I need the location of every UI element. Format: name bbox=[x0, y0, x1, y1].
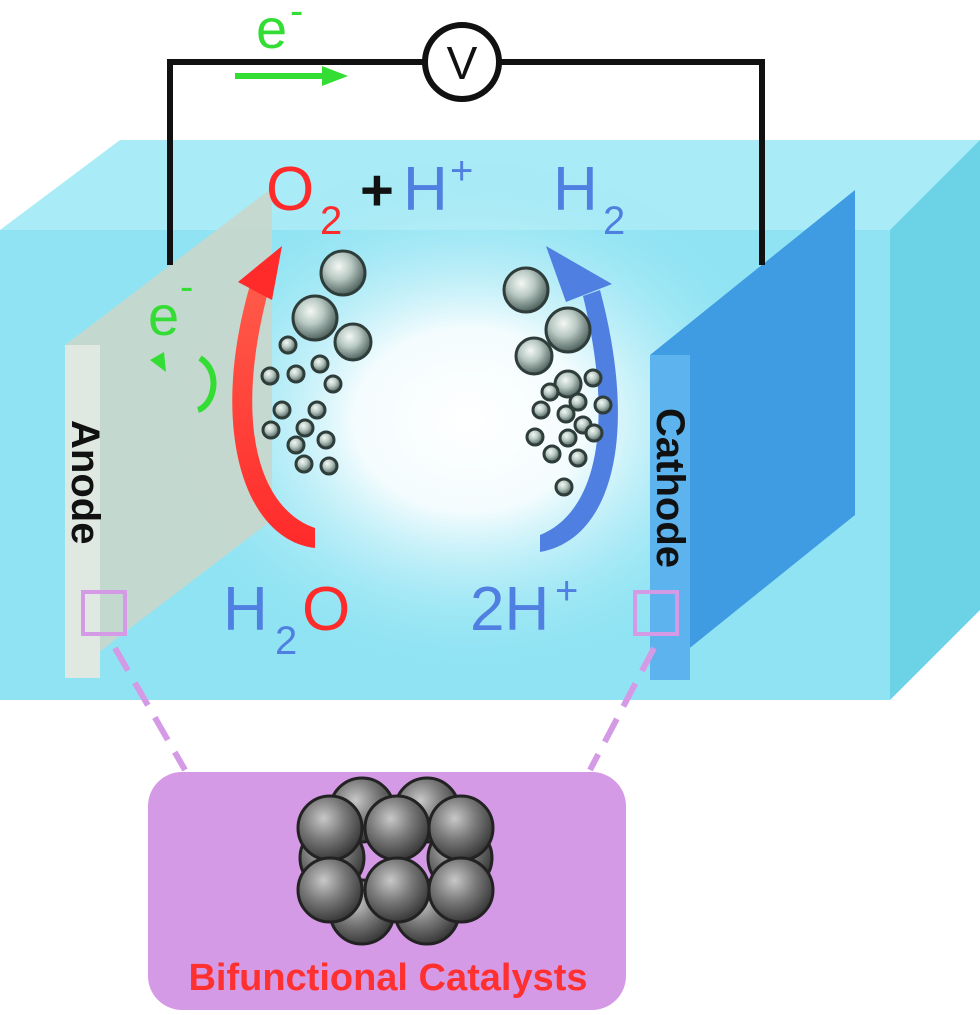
atom-sphere bbox=[296, 856, 364, 924]
o2-bubble bbox=[294, 454, 314, 474]
zoom-indicators bbox=[81, 590, 679, 772]
electron-top-charge: - bbox=[290, 0, 303, 33]
oxidation-arrow-head bbox=[238, 246, 282, 300]
protons-symbol: 2H bbox=[470, 575, 549, 644]
atom-sphere bbox=[296, 794, 364, 862]
wire-left bbox=[167, 59, 425, 265]
cathode-plate-face bbox=[650, 190, 855, 680]
electron-curl-arrow bbox=[196, 355, 217, 413]
voltmeter bbox=[422, 22, 502, 102]
o2-bubble bbox=[261, 420, 281, 440]
anode-label: Anode bbox=[63, 420, 107, 544]
o2-bubble bbox=[291, 294, 339, 342]
electron-top-symbol: e bbox=[256, 0, 287, 60]
h2-bubble bbox=[542, 444, 562, 464]
cathode-zoom-line bbox=[587, 646, 657, 772]
reduction-arrow bbox=[540, 246, 618, 552]
atom-sphere bbox=[363, 856, 431, 924]
atom-sphere bbox=[363, 794, 431, 862]
oxidation-arrow-body bbox=[232, 285, 315, 548]
electron-curl-head bbox=[150, 352, 166, 372]
h2-bubble bbox=[525, 427, 545, 447]
hydrogen-bubbles bbox=[502, 266, 613, 497]
cathode-electrode bbox=[650, 190, 855, 680]
h2-bubble bbox=[540, 382, 560, 402]
o2-bubble bbox=[310, 354, 330, 374]
water-subscript: 2 bbox=[275, 619, 297, 663]
o2-bubble bbox=[333, 322, 373, 362]
o2-bubble bbox=[319, 249, 367, 297]
water-h: H bbox=[223, 575, 268, 644]
o2-subscript: 2 bbox=[320, 199, 342, 243]
o2-bubble bbox=[272, 400, 292, 420]
reduction-arrow-body bbox=[540, 290, 618, 552]
catalyst-label: Bifunctional Catalysts bbox=[188, 957, 587, 999]
electron-left-symbol: e bbox=[148, 284, 179, 347]
electron-arrow-head bbox=[322, 66, 348, 86]
cathode-product-label: H 2 bbox=[553, 155, 625, 243]
h2-bubble bbox=[568, 448, 588, 468]
cathode-label: Cathode bbox=[648, 408, 692, 568]
h-plus-charge: + bbox=[450, 149, 473, 193]
plus-sign: + bbox=[360, 158, 394, 223]
catalyst-panel: Bifunctional Catalysts bbox=[148, 772, 626, 1010]
tank-side-face bbox=[890, 140, 980, 700]
h2-bubble bbox=[544, 306, 592, 354]
catalyst-cluster bbox=[296, 776, 495, 946]
h2-bubble bbox=[502, 266, 550, 314]
o2-bubble bbox=[316, 430, 336, 450]
o2-bubble bbox=[260, 366, 280, 386]
anode-reactant-label: H 2 O bbox=[223, 575, 350, 663]
o2-bubble bbox=[286, 435, 306, 455]
h2-bubble bbox=[554, 477, 574, 497]
anode-plate-face bbox=[65, 188, 272, 678]
h2-bubble bbox=[531, 400, 551, 420]
oxidation-arrow bbox=[232, 246, 315, 548]
reduction-arrow-head bbox=[546, 246, 612, 302]
wire-right bbox=[500, 59, 765, 265]
atom-sphere bbox=[427, 794, 495, 862]
h2-bubble bbox=[593, 395, 613, 415]
h2-bubble bbox=[556, 404, 576, 424]
h2-subscript: 2 bbox=[603, 199, 625, 243]
o2-bubble bbox=[323, 374, 343, 394]
cathode-plate-edge bbox=[650, 355, 690, 680]
o2-bubble bbox=[278, 335, 298, 355]
oxygen-bubbles bbox=[260, 249, 373, 476]
o2-bubble bbox=[319, 456, 339, 476]
electrolyte-glow bbox=[140, 160, 800, 680]
h2-bubble bbox=[514, 336, 554, 376]
anode-plate-edge bbox=[65, 345, 100, 678]
atom-sphere bbox=[427, 856, 495, 924]
electron-flow-top: e - bbox=[235, 0, 348, 86]
h2-bubble bbox=[568, 392, 588, 412]
o2-bubble bbox=[295, 418, 315, 438]
h2-bubble bbox=[583, 368, 603, 388]
external-circuit: V bbox=[167, 22, 765, 265]
h2-bubble bbox=[584, 423, 604, 443]
voltmeter-label: V bbox=[447, 37, 478, 89]
h2-bubble bbox=[558, 428, 578, 448]
electron-flow-anode: e - bbox=[148, 265, 217, 413]
anode-electrode bbox=[65, 188, 272, 678]
cathode-zoom-square bbox=[633, 590, 679, 636]
anode-zoom-square bbox=[81, 590, 127, 636]
electron-left-charge: - bbox=[180, 265, 193, 309]
anode-zoom-line bbox=[112, 646, 188, 772]
water-o: O bbox=[302, 575, 350, 644]
cathode-reactant-label: 2H + bbox=[470, 569, 578, 644]
o2-bubble bbox=[307, 400, 327, 420]
o2-symbol: O bbox=[266, 155, 314, 224]
o2-bubble bbox=[286, 364, 306, 384]
h-plus-symbol: H bbox=[403, 155, 448, 224]
anode-products-label: O 2 + H + bbox=[266, 149, 473, 243]
h2-symbol: H bbox=[553, 155, 598, 224]
protons-charge: + bbox=[555, 569, 578, 613]
